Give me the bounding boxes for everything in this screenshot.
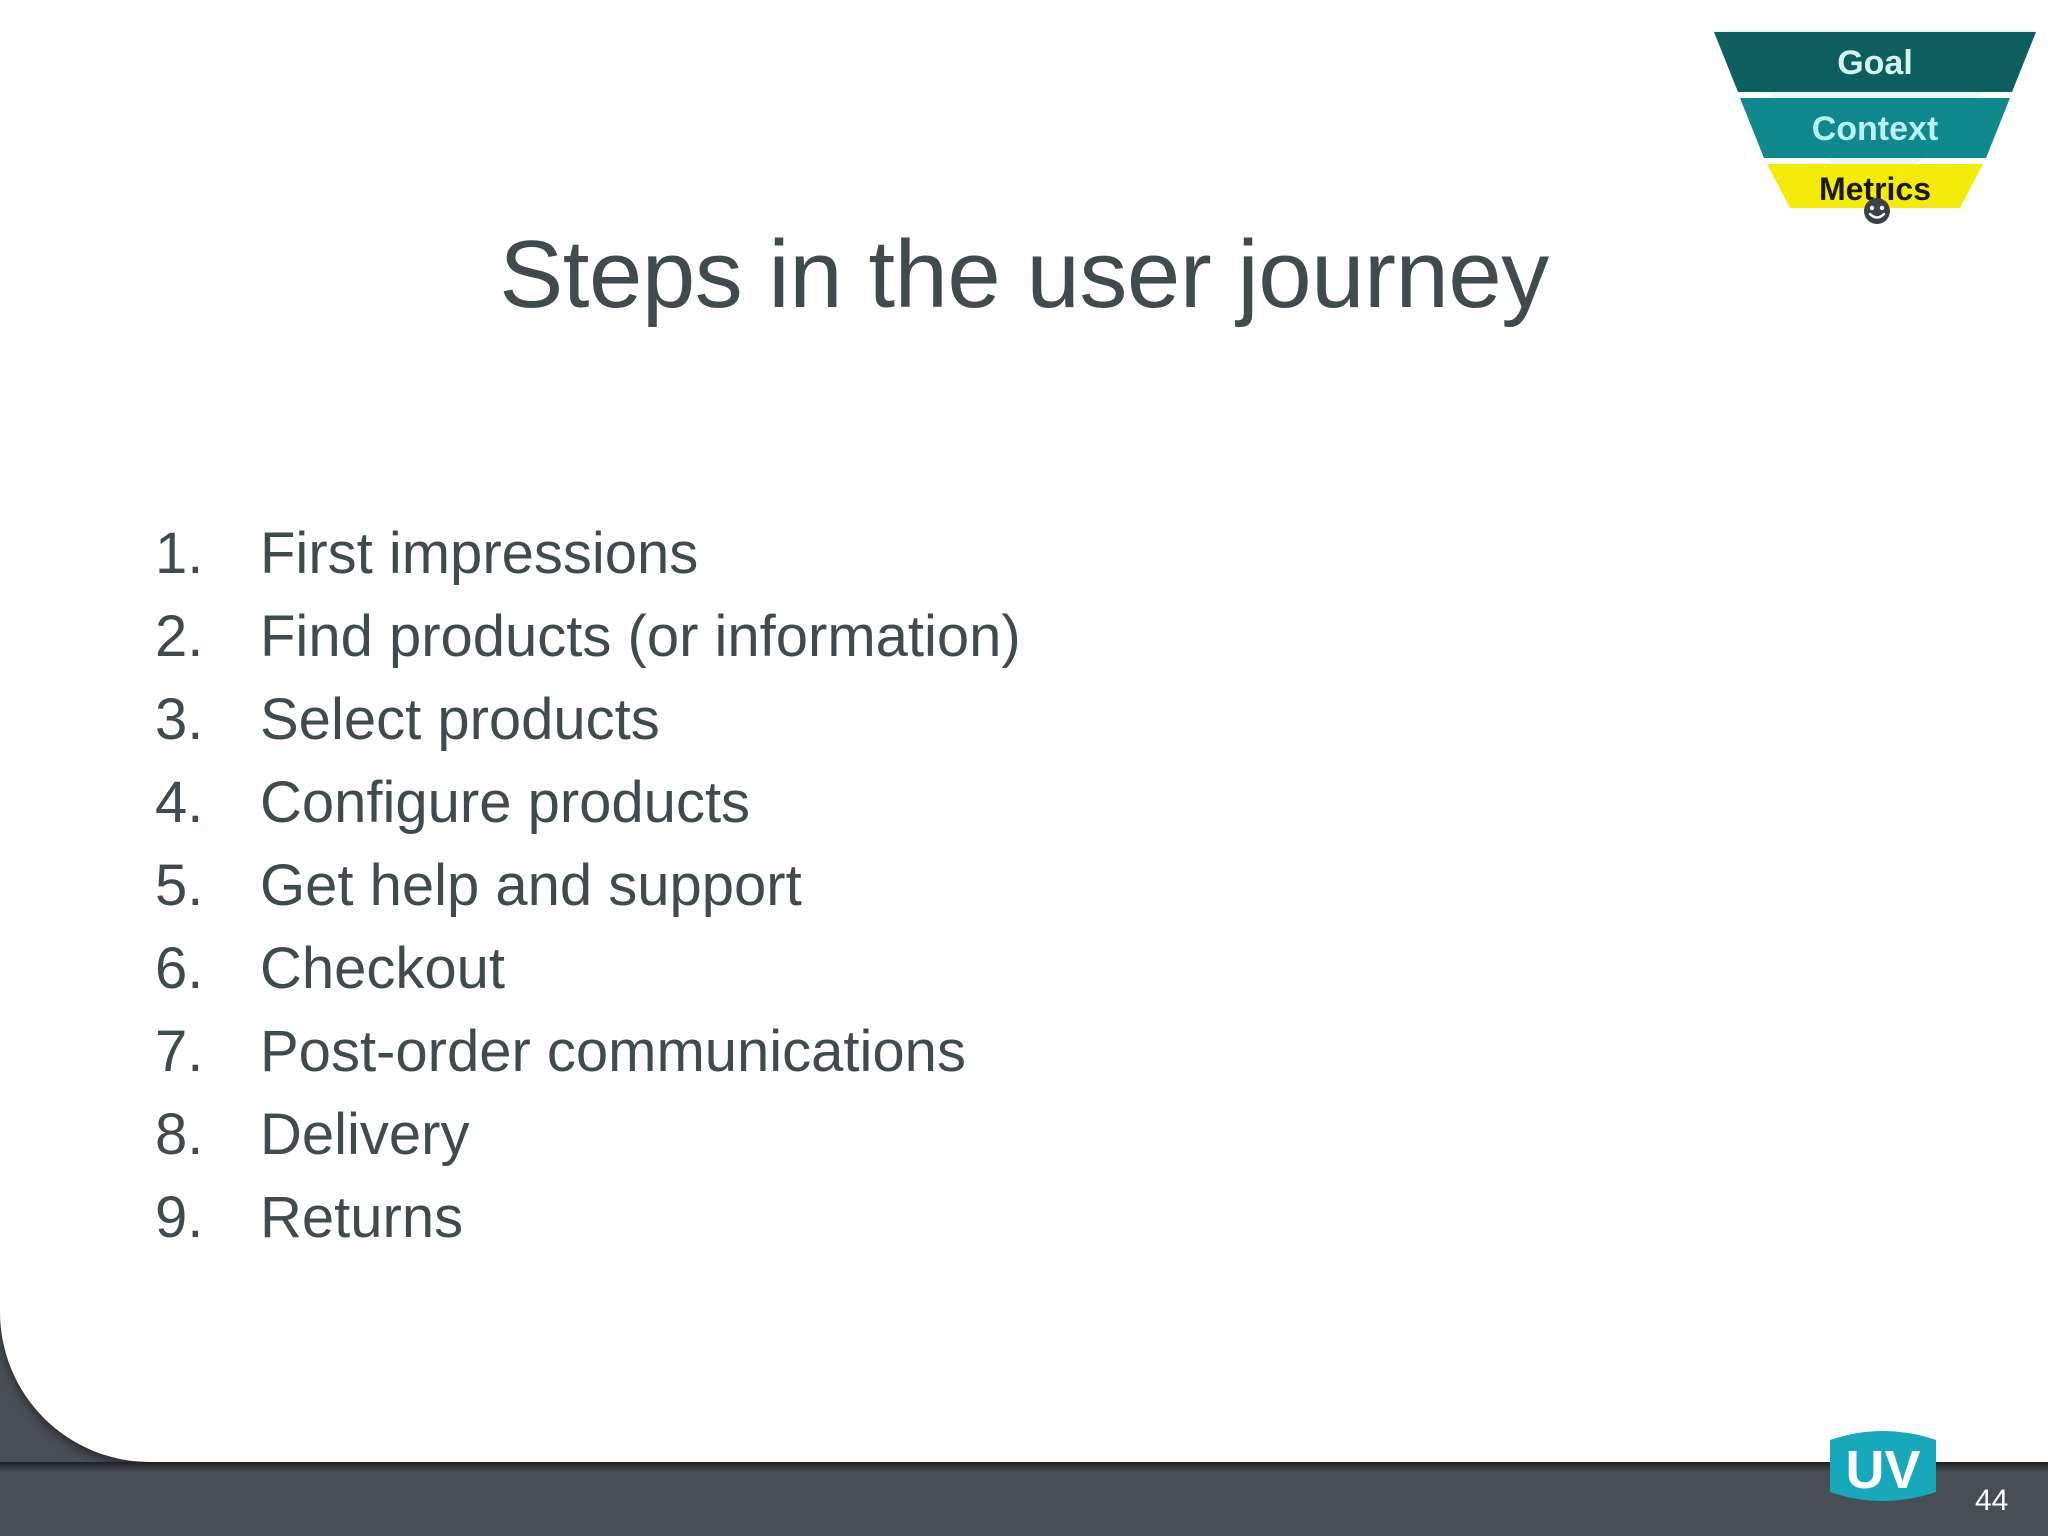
list-item-number: 9. [155,1185,204,1250]
list-item: 7. Post-order communications [155,1010,1655,1093]
list-item: 2. Find products (or information) [155,595,1655,678]
list-item-number: 1. [155,521,204,586]
slide-content-sheet [0,0,2048,1462]
list-item-label: First impressions [260,521,699,586]
list-item-label: Checkout [260,936,506,1001]
list-item-label: Delivery [260,1102,470,1167]
list-item-number: 2. [155,604,204,669]
list-item-label: Get help and support [260,853,802,918]
smiley-face-icon [1862,196,1892,226]
list-item: 4. Configure products [155,761,1655,844]
list-item-number: 7. [155,1019,204,1084]
steps-list: 1. First impressions 2. Find products (o… [155,512,1655,1259]
goal-context-metrics-funnel-icon: Goal Context Metrics [1712,30,2038,210]
funnel-band-label-context: Context [1812,110,1939,148]
list-item-number: 4. [155,770,204,835]
list-item-label: Configure products [260,770,751,835]
list-item-label: Select products [260,687,660,752]
page-number: 44 [1975,1484,2009,1517]
funnel-band-label-goal: Goal [1837,44,1913,82]
list-item: 3. Select products [155,678,1655,761]
list-item-label: Post-order communications [260,1019,966,1084]
list-item-number: 3. [155,687,204,752]
list-item: 9. Returns [155,1176,1655,1259]
list-item-number: 6. [155,936,204,1001]
uv-logo-icon: UV [1822,1418,1944,1514]
uv-logo-label: UV [1845,1440,1920,1500]
list-item: 1. First impressions [155,512,1655,595]
list-item: 8. Delivery [155,1093,1655,1176]
list-item-number: 8. [155,1102,204,1167]
list-item-label: Find products (or information) [260,604,1021,669]
page-title: Steps in the user journey [499,221,1549,328]
footer-bar [0,1462,2048,1536]
list-item: 5. Get help and support [155,844,1655,927]
list-item: 6. Checkout [155,927,1655,1010]
list-item-number: 5. [155,853,204,918]
list-item-label: Returns [260,1185,464,1250]
